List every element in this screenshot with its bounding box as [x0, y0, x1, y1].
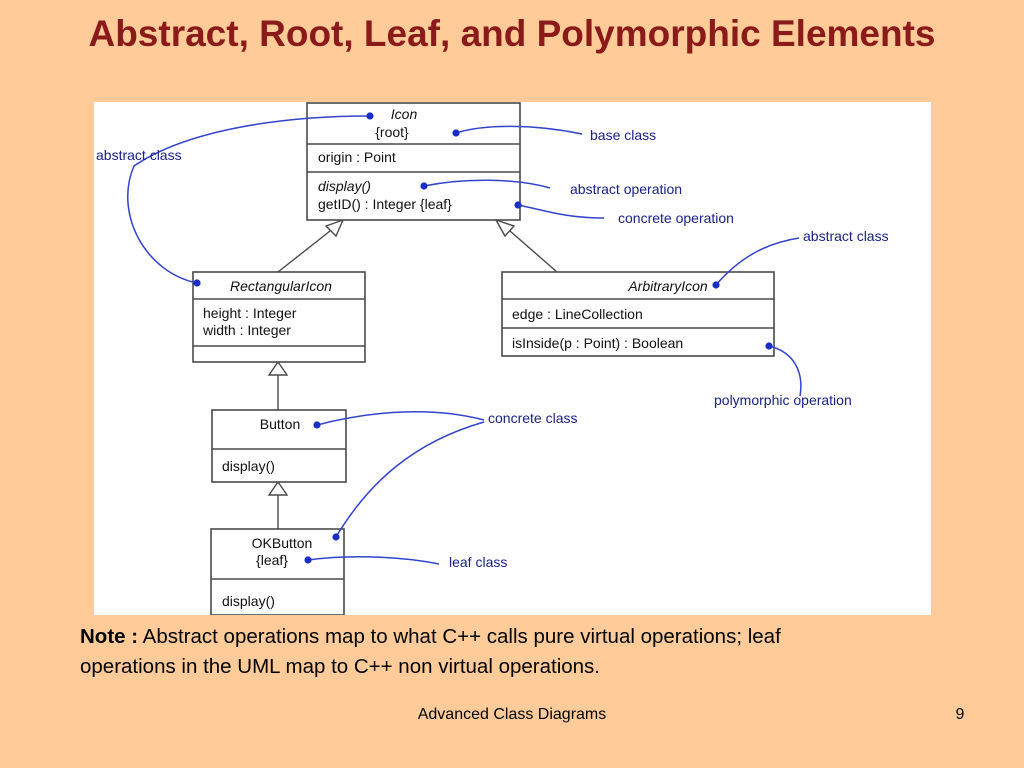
- callout-abstract-class-left: [127, 115, 371, 284]
- class-okbutton-name: OKButton: [252, 535, 313, 551]
- generalization-rectangular-to-icon: [277, 230, 331, 273]
- callout-dot: [313, 421, 321, 429]
- callout-dot: [193, 279, 201, 287]
- callout-dot: [332, 533, 340, 541]
- class-button: Button display(): [211, 409, 347, 483]
- class-arbitrary-icon-name: ArbitraryIcon: [627, 278, 708, 294]
- annotation-abstract-operation: abstract operation: [570, 181, 682, 197]
- class-okbutton: OKButton {leaf} display(): [210, 528, 345, 615]
- uml-class-diagram: Icon {root} origin : Point display() get…: [94, 102, 931, 615]
- class-icon-property: {root}: [375, 124, 409, 140]
- note-paragraph: Note : Abstract operations map to what C…: [80, 622, 800, 682]
- callout-abstract-class-right: [715, 237, 800, 286]
- class-rectangular-icon-name: RectangularIcon: [230, 278, 332, 294]
- callout-dot: [514, 201, 522, 209]
- callout-leaf-class: [307, 556, 440, 565]
- callout-dot: [366, 112, 374, 120]
- generalization-arrowhead: [267, 480, 289, 496]
- annotation-polymorphic-operation: polymorphic operation: [714, 392, 852, 408]
- annotation-concrete-operation: concrete operation: [618, 210, 734, 226]
- callout-dot: [765, 342, 773, 350]
- class-arbitrary-icon-operation: isInside(p : Point) : Boolean: [512, 335, 683, 351]
- class-okbutton-property: {leaf}: [256, 552, 288, 568]
- uml-diagram-svg: Icon {root} origin : Point display() get…: [96, 102, 889, 615]
- callout-dot: [712, 281, 720, 289]
- annotation-leaf-class: leaf class: [449, 554, 507, 570]
- annotation-abstract-class-right: abstract class: [803, 228, 889, 244]
- class-icon-name: Icon: [391, 106, 418, 122]
- class-okbutton-operation: display(): [222, 593, 275, 609]
- class-arbitrary-icon: ArbitraryIcon edge : LineCollection isIn…: [501, 271, 775, 357]
- footer-label: Advanced Class Diagrams: [417, 706, 607, 723]
- class-icon-attribute: origin : Point: [318, 149, 396, 165]
- annotation-base-class: base class: [590, 127, 656, 143]
- callout-polymorphic-operation: [768, 345, 802, 397]
- generalization-arbitrary-to-icon: [509, 230, 558, 273]
- callout-dot: [420, 182, 428, 190]
- callout-concrete-class-button: [316, 411, 485, 426]
- class-button-operation: display(): [222, 458, 275, 474]
- note-text: Abstract operations map to what C++ call…: [80, 625, 781, 678]
- callout-abstract-operation: [423, 179, 551, 189]
- callout-dot: [452, 129, 460, 137]
- class-arbitrary-icon-attribute: edge : LineCollection: [512, 306, 643, 322]
- page-number: 9: [955, 706, 965, 723]
- callout-dot: [304, 556, 312, 564]
- slide-title: Abstract, Root, Leaf, and Polymorphic El…: [88, 13, 936, 54]
- class-icon: Icon {root} origin : Point display() get…: [306, 102, 521, 221]
- generalization-arrowhead: [267, 360, 289, 376]
- class-rectangular-icon-attribute: width : Integer: [202, 322, 291, 338]
- annotation-abstract-class-left: abstract class: [96, 147, 182, 163]
- callout-concrete-operation: [517, 204, 605, 219]
- class-icon-operation-getid: getID() : Integer {leaf}: [318, 196, 452, 212]
- class-rectangular-icon: RectangularIcon height : Integer width :…: [192, 271, 366, 363]
- callout-base-class: [455, 125, 583, 135]
- note-label: Note :: [80, 625, 139, 648]
- generalization-arrowhead: [324, 218, 345, 238]
- callout-concrete-class-okbutton: [335, 421, 485, 538]
- generalization-arrowhead: [494, 218, 516, 238]
- class-rectangular-icon-attribute: height : Integer: [203, 305, 297, 321]
- class-button-name: Button: [260, 416, 300, 432]
- annotation-concrete-class: concrete class: [488, 410, 577, 426]
- class-icon-operation-display: display(): [318, 178, 371, 194]
